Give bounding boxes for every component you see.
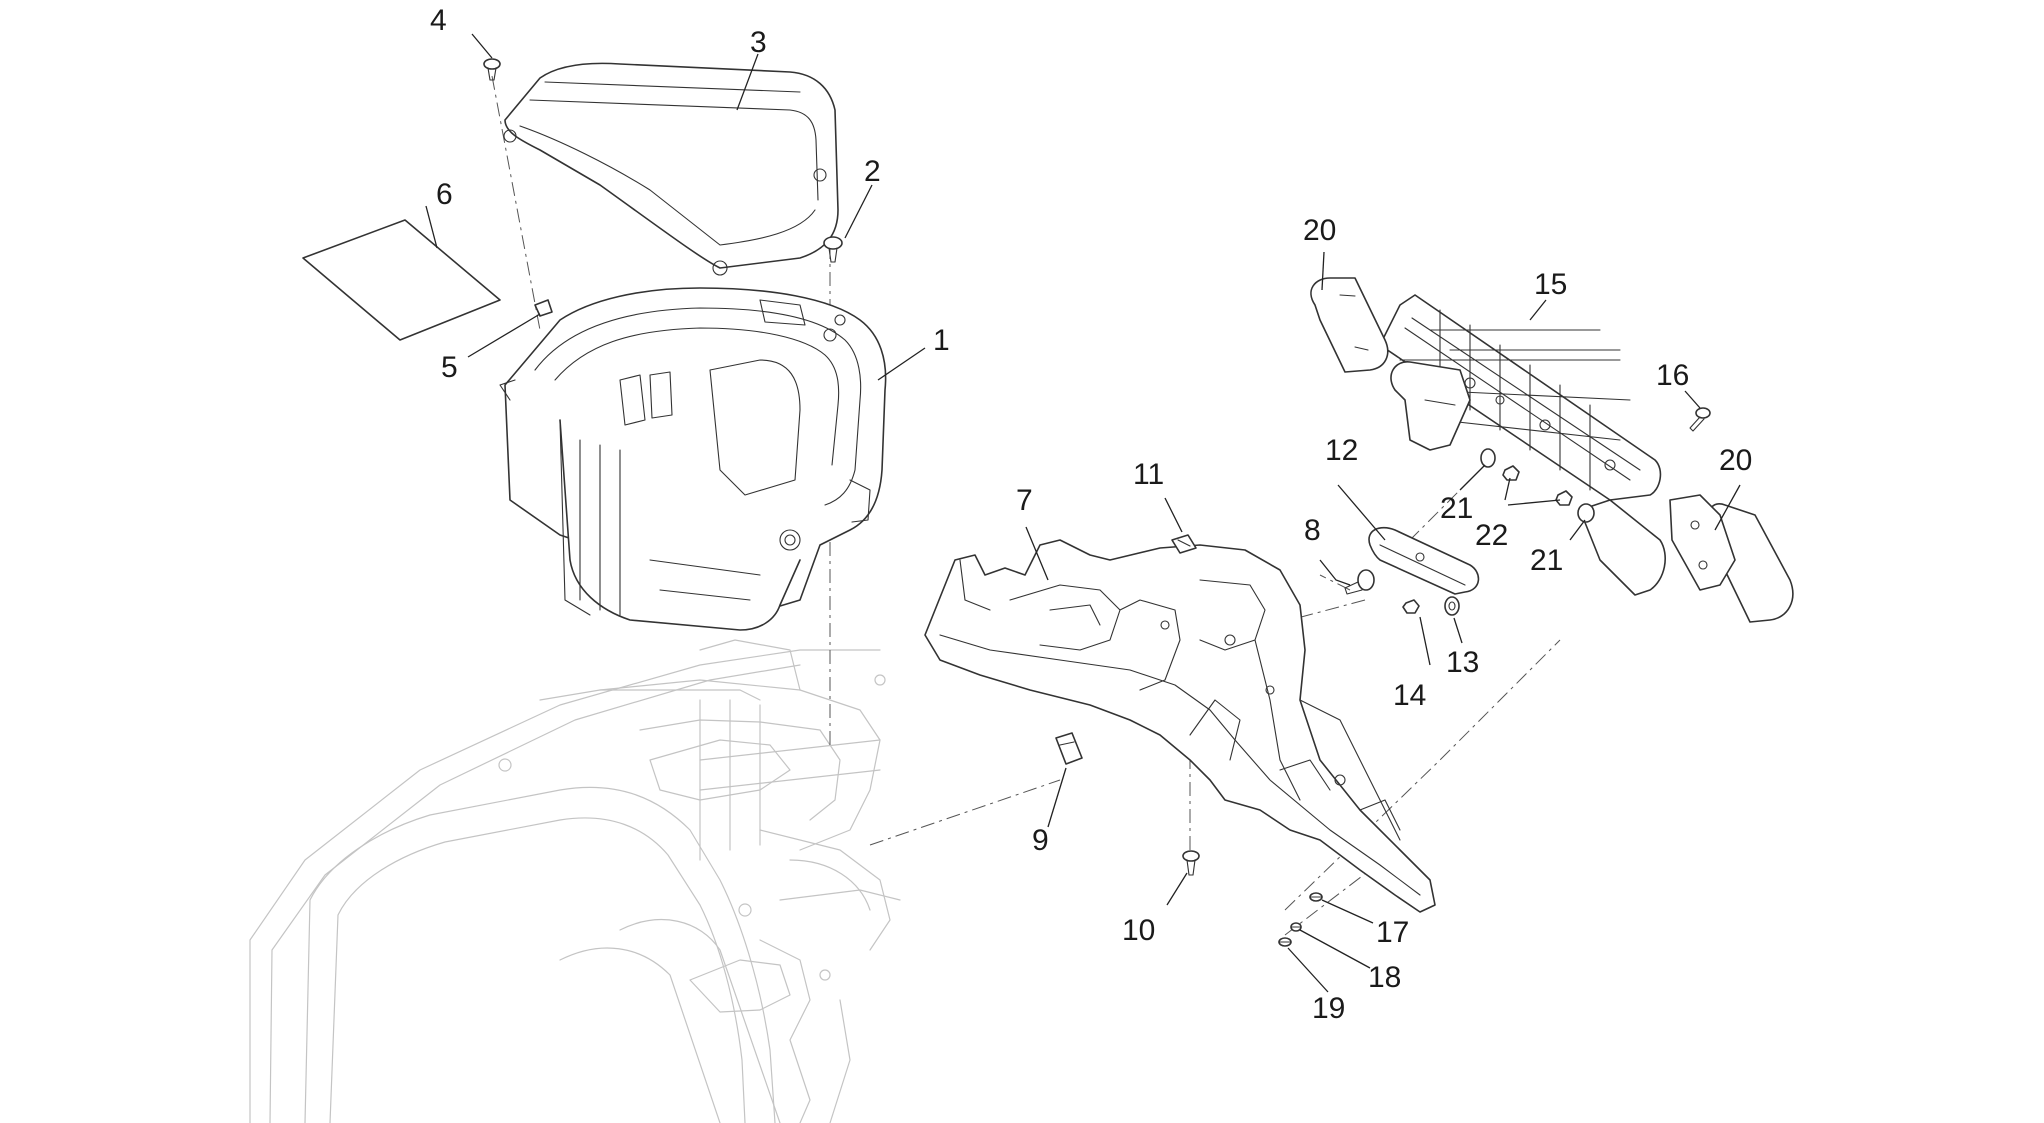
- callout-20-lower: 20: [1719, 444, 1752, 477]
- part-4-screw: [483, 58, 501, 81]
- leader-lines: [425, 33, 1741, 993]
- callout-7: 7: [1016, 484, 1033, 517]
- callout-22: 22: [1475, 519, 1508, 552]
- part-11-clip-nut: [1171, 534, 1197, 554]
- part-22-nut-a: [1502, 465, 1520, 481]
- part-20-pad-upper: [1310, 277, 1389, 373]
- part-15-plate-holder: [1379, 294, 1666, 596]
- callout-1: 1: [933, 324, 950, 357]
- part-22-nut-b: [1555, 490, 1573, 506]
- callouts: 1 2 3 4 5 6 7 8 9 10 11 12 13 14 15 16 1…: [430, 4, 1752, 1025]
- part-1-storage-box: [499, 287, 887, 631]
- part-2-screw: [823, 236, 843, 263]
- callout-21-left: 21: [1440, 492, 1473, 525]
- part-19-pin: [1278, 937, 1292, 947]
- part-10-screw: [1182, 850, 1200, 876]
- callout-10: 10: [1122, 914, 1155, 947]
- callout-17: 17: [1376, 916, 1409, 949]
- callout-4: 4: [430, 4, 447, 37]
- callout-21-right: 21: [1530, 544, 1563, 577]
- callout-11: 11: [1133, 458, 1164, 491]
- callout-5: 5: [441, 351, 458, 384]
- callout-20-upper: 20: [1303, 214, 1336, 247]
- callout-8: 8: [1304, 514, 1321, 547]
- part-20-pad-lower: [1669, 494, 1794, 623]
- callout-2: 2: [864, 155, 881, 188]
- part-6-label: [302, 219, 501, 341]
- callout-3: 3: [750, 26, 767, 59]
- part-7-mudguard: [924, 539, 1436, 913]
- part-21-washer-b: [1577, 503, 1595, 523]
- scooter-frame-outline: [249, 639, 901, 1123]
- callout-19: 19: [1312, 992, 1345, 1025]
- callout-9: 9: [1032, 824, 1049, 857]
- callout-16: 16: [1656, 359, 1689, 392]
- callout-12: 12: [1325, 434, 1358, 467]
- part-17-spring: [1309, 892, 1323, 902]
- part-18-spring: [1290, 922, 1302, 932]
- callout-13: 13: [1446, 646, 1479, 679]
- part-14-nut: [1402, 599, 1420, 614]
- part-8-bolt: [1344, 569, 1375, 595]
- part-9-clip: [1055, 732, 1083, 765]
- callout-18: 18: [1368, 961, 1401, 994]
- part-13-washer: [1444, 596, 1460, 616]
- callout-14: 14: [1393, 679, 1426, 712]
- callout-15: 15: [1534, 268, 1567, 301]
- part-21-washer-a: [1480, 448, 1496, 468]
- part-12-reflector: [1368, 526, 1480, 595]
- part-3-lid: [503, 62, 839, 276]
- part-5-clip: [534, 299, 553, 317]
- part-16-screw: [1689, 407, 1711, 432]
- callout-6: 6: [436, 178, 453, 211]
